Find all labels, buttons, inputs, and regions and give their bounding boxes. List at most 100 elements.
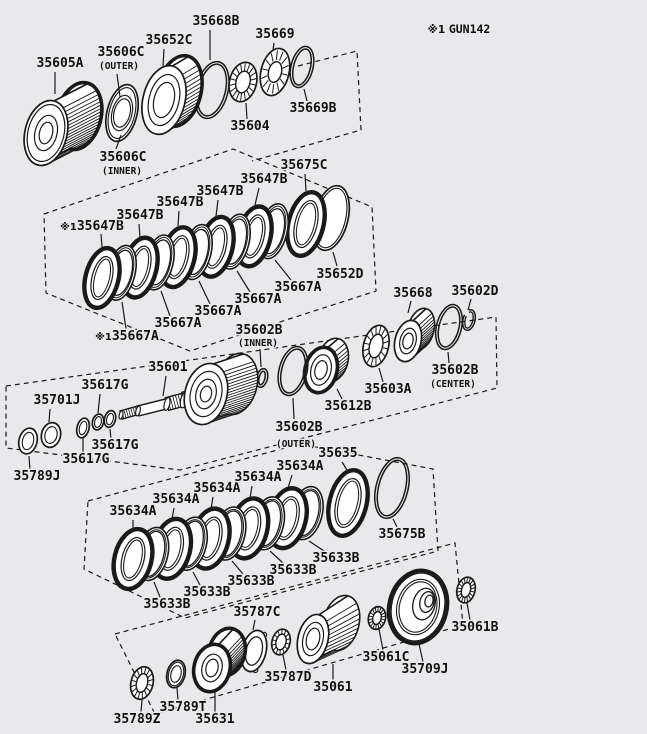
part-number-text: 35667A xyxy=(275,280,322,295)
part-number-text: 35709J xyxy=(402,662,449,677)
part-sub-label: (INNER) xyxy=(102,166,142,177)
part-label-35605A-0: 35605A xyxy=(35,55,85,94)
part-label-35061B-46: 35061B xyxy=(450,602,500,637)
leader-line xyxy=(292,397,295,420)
part-number-text: 35602B xyxy=(276,420,323,435)
part-number-text: 35675B xyxy=(379,527,426,542)
part-35789J xyxy=(17,427,39,455)
leader-line xyxy=(308,540,325,552)
leader-line xyxy=(115,134,122,150)
part-label-35617G-30: 35617G xyxy=(90,428,140,455)
part-label-35652C-2: 35652C xyxy=(144,32,194,67)
leader-line xyxy=(341,461,348,471)
part-35605A xyxy=(23,80,104,167)
part-label-35633B-41: 35633B xyxy=(268,550,318,580)
part-35631 xyxy=(191,626,248,694)
part-number-text: 35061B xyxy=(452,620,499,635)
part-label-35634A-35: 35634A xyxy=(192,480,242,510)
part-number-text: 35601 xyxy=(148,360,187,375)
leader-line xyxy=(378,367,384,383)
leader-line xyxy=(392,518,398,528)
part-35669 xyxy=(259,47,291,97)
part-label-35061-50: 35061 xyxy=(312,664,354,697)
leader-line xyxy=(259,348,262,368)
part-label-35647B-10: 35647B xyxy=(155,194,205,227)
assembly-dashed-box-4 xyxy=(83,443,439,619)
part-number-text: 35631 xyxy=(195,712,234,727)
part-label-35602D-25: 35602D xyxy=(450,283,500,311)
leader-line xyxy=(140,699,143,713)
leader-line xyxy=(138,223,141,238)
part-number-text: 35612B xyxy=(325,399,372,414)
part-35709J xyxy=(386,568,450,646)
leader-line xyxy=(100,233,103,248)
part-number-text: 35667A xyxy=(195,304,242,319)
part-number-text: 35605A xyxy=(37,56,84,71)
part-number-text: 35789Z xyxy=(114,712,161,727)
part-number-text: 35602B xyxy=(236,323,283,338)
part-label-35787C-45: 35787C xyxy=(232,604,282,631)
part-number-text: 35669 xyxy=(255,27,294,42)
part-clutch-pack-1 xyxy=(82,203,289,311)
part-number-text: 35617G xyxy=(92,438,139,453)
part-label-35669-4: 35669 xyxy=(254,26,296,51)
part-label-35667A-16: 35667A xyxy=(233,270,283,309)
assembly-dashed-box-2 xyxy=(43,148,377,352)
part-35789Z xyxy=(129,665,155,701)
part-label-35634A-36: 35634A xyxy=(233,469,283,499)
leader-line xyxy=(198,280,211,305)
part-label-35668B-3: 35668B xyxy=(191,13,241,60)
part-35675B xyxy=(374,456,410,520)
leader-line xyxy=(407,300,412,314)
leader-line xyxy=(231,560,244,575)
part-number-text: 35633B xyxy=(270,563,317,578)
part-label-35617G-31: 35617G xyxy=(61,438,111,469)
leader-line xyxy=(215,199,219,217)
leader-line xyxy=(272,42,275,51)
part-number-text: 35789J xyxy=(14,469,61,484)
part-35617G-b xyxy=(91,413,105,431)
part-label-35061C-47: 35061C xyxy=(361,628,411,667)
part-label-35787D-49: 35787D xyxy=(263,654,313,687)
part-number-text: 35647B xyxy=(241,172,288,187)
part-35602B-outer xyxy=(277,345,309,397)
part-35612B xyxy=(302,337,350,395)
leader-line xyxy=(109,428,112,440)
part-number-text: 35669B xyxy=(290,101,337,116)
leader-line xyxy=(249,485,253,499)
leader-line xyxy=(254,187,260,206)
part-35701J xyxy=(40,421,62,449)
part-label-35675B-39: 35675B xyxy=(377,518,427,544)
leader-line xyxy=(236,270,251,293)
part-label-35789J-32: 35789J xyxy=(12,455,62,486)
part-number-text: 35701J xyxy=(34,393,81,408)
part-label-35789T-51: 35789T xyxy=(158,687,208,717)
part-number-text: 35606C xyxy=(98,45,145,60)
part-label-35669B-6: 35669B xyxy=(288,88,338,118)
part-number-text: 35647B xyxy=(157,195,204,210)
part-35669B xyxy=(289,45,315,89)
leader-line xyxy=(160,290,171,317)
part-label-35634A-34: 35634A xyxy=(151,491,201,520)
leader-line xyxy=(269,550,284,564)
part-number-text: 35603A xyxy=(365,382,412,397)
leader-line xyxy=(153,581,161,598)
part-label-35667A-18: 35667A xyxy=(153,290,203,333)
part-35789T xyxy=(165,659,187,689)
part-label-35631-53: 35631 xyxy=(194,690,236,729)
part-35602B-center xyxy=(434,303,464,351)
part-label-35647B-9: 35647B xyxy=(115,207,165,238)
part-sub-label: (OUTER) xyxy=(99,61,139,72)
leader-line xyxy=(48,408,51,423)
part-number-text: 35634A xyxy=(153,492,200,507)
part-label-35652D-14: 35652D xyxy=(315,251,365,284)
part-number-text: 35602B xyxy=(432,363,479,378)
leader-line xyxy=(282,654,287,671)
part-35617G-c xyxy=(103,409,117,429)
part-label-35606C-1: 35606C(OUTER) xyxy=(96,44,146,98)
part-35061B xyxy=(455,576,477,604)
part-number-text: 35667A xyxy=(155,316,202,331)
part-number-text: 35061C xyxy=(363,650,410,665)
leader-line xyxy=(210,496,214,510)
part-label-35647B-11: 35647B xyxy=(195,183,245,217)
